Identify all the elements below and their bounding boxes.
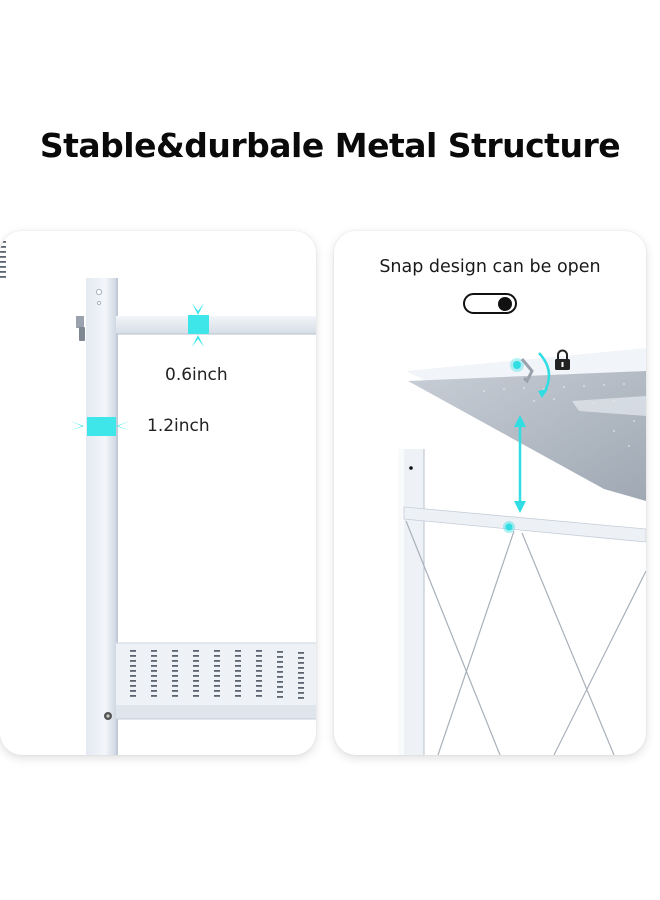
toggle-switch-icon [463,293,517,314]
toggle-knob [498,297,512,311]
dimension-panel: 0.6inch 1.2inch [0,231,316,755]
thickness-marker [188,315,209,334]
shelf-frame-illustration [0,231,316,755]
thickness-label: 0.6inch [165,365,228,385]
snap-caption: Snap design can be open [379,257,601,277]
perforation-holes [0,231,304,699]
rotate-arrow-icon [538,352,551,394]
width-marker [87,417,116,436]
snap-design-panel: Snap design can be open [334,231,646,755]
folding-shelf-illustration [398,348,646,755]
snap-joint-icon [510,358,534,384]
double-arrow-icon [514,415,526,513]
page-title: Stable&durbale Metal Structure [39,126,621,165]
width-label: 1.2inch [147,416,210,436]
cross-brace-lines [405,520,646,755]
lock-icon [555,349,570,370]
